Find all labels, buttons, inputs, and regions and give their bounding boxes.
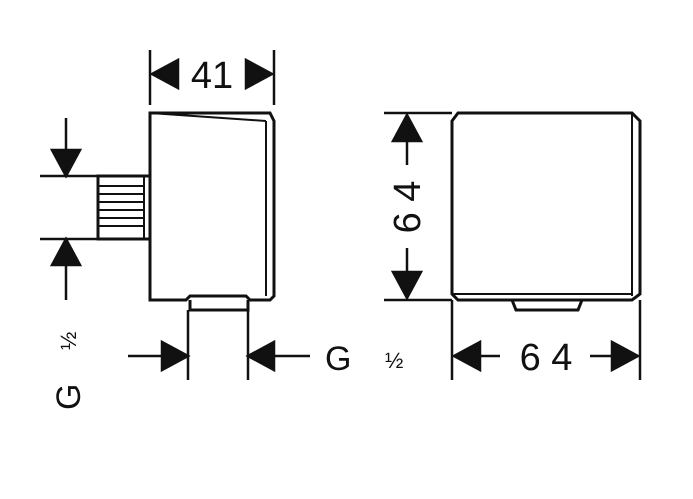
outlet-dimension [128, 310, 310, 380]
side-body-edge-line [149, 112, 267, 122]
dim-64-height-label: 6 4 [387, 181, 429, 234]
outlet-thread-frac: ½ [385, 348, 403, 373]
arrow-down [390, 270, 424, 301]
dimension-41 [148, 50, 276, 105]
dimension-width-64 [450, 300, 642, 380]
dim-64-width-label: 6 4 [520, 337, 573, 379]
arrow-right-64 [610, 339, 641, 373]
left-thread-g: G [50, 384, 88, 410]
side-view [96, 111, 276, 312]
left-thread-frac: ½ [56, 332, 81, 350]
front-bottom-outlet [510, 299, 584, 312]
outlet-thread-g: G [325, 340, 351, 378]
dimension-height-64 [384, 111, 452, 302]
front-body-outline [450, 111, 642, 302]
thread-height-dimension [40, 118, 98, 300]
arrow-up [390, 112, 424, 143]
arrow-left [149, 57, 180, 91]
arrow-left-64 [451, 339, 482, 373]
hose-connector [96, 174, 152, 241]
thread-lines [98, 176, 145, 239]
left-thread-label: G ½ [50, 332, 88, 410]
side-body-outline [148, 111, 276, 302]
arrow-right [244, 57, 275, 91]
bottom-outlet [188, 300, 250, 312]
dim-41-label: 41 [191, 55, 233, 97]
front-view [450, 111, 642, 312]
